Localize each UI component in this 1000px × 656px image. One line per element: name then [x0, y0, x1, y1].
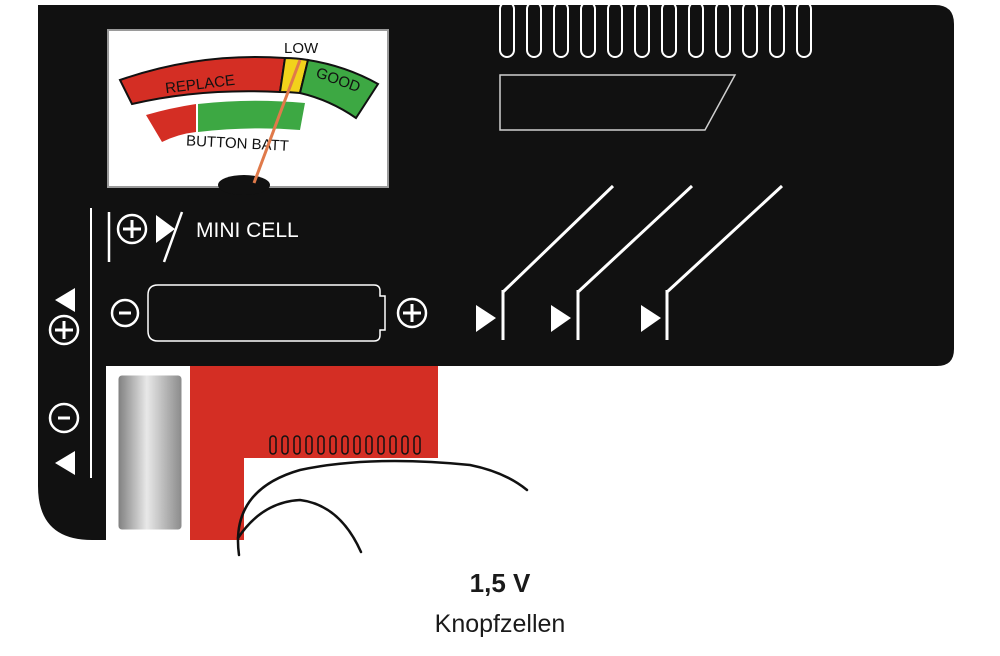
meter-button-batt-label: BUTTON BATT [186, 132, 290, 154]
contact-lever-3 [665, 184, 784, 340]
meter-button-replace-zone [146, 104, 196, 142]
hand-outline [236, 459, 529, 557]
voltage-caption: 1,5 V [469, 568, 531, 598]
contact-lever-2 [576, 184, 694, 340]
vent-slots [499, 1, 812, 58]
slider-handle[interactable] [190, 366, 438, 540]
slider-grip [269, 435, 421, 455]
contact-arrow-1-icon [476, 305, 496, 332]
arrow-down-icon [55, 451, 75, 475]
mini-cell-slot-plus-icon [396, 297, 428, 329]
meter-button-good-zone [198, 100, 305, 132]
contact-arrow-3-icon [641, 305, 661, 332]
mini-cell-slot [147, 284, 386, 342]
plus-icon [48, 314, 80, 346]
meter-window: REPLACE LOW GOOD BUTTON BATT [107, 29, 389, 195]
contact-arrow-2-icon [551, 305, 571, 332]
meter-good-zone [298, 58, 380, 120]
minus-icon [48, 402, 80, 434]
label-window [499, 74, 737, 131]
battery-type-caption: Knopfzellen [434, 610, 566, 638]
arrow-up-icon [55, 288, 75, 312]
mini-cell-arrow-icon [156, 215, 175, 243]
contact-lever-1 [501, 184, 615, 340]
contact-plate [117, 374, 183, 531]
meter-needle [252, 59, 302, 184]
mini-cell-slash [162, 211, 184, 263]
meter-low-label: LOW [284, 40, 319, 57]
mini-cell-slot-minus-icon [110, 298, 140, 328]
needle-pivot [218, 175, 270, 195]
mini-cell-plus-icon [116, 213, 148, 245]
mini-cell-label: MINI CELL [196, 219, 299, 242]
